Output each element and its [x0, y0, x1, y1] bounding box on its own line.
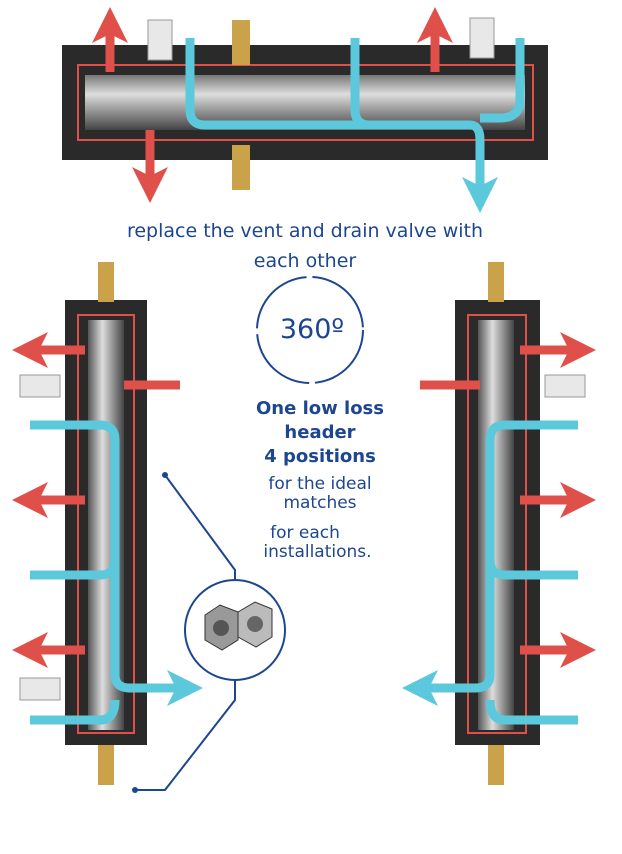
headline-line-1: One low loss: [256, 398, 384, 419]
headline-line-3: 4 positions: [264, 446, 376, 467]
description-line-2: matches: [283, 493, 357, 513]
vertical-header-right: [402, 262, 596, 785]
description-line-3: for each: [270, 523, 340, 543]
rotation-label: 360º: [279, 314, 345, 345]
vertical-header-left: [12, 262, 203, 785]
description-line-1: for the ideal: [268, 474, 372, 494]
headline-line-2: header: [284, 422, 356, 443]
horizontal-header: [62, 7, 548, 213]
description-line-4: installations.: [263, 542, 372, 562]
rotation-circle-icon: [256, 276, 364, 384]
caption-line-2: each other: [253, 250, 357, 272]
fittings-callout: [132, 472, 286, 793]
caption-line-1: replace the vent and drain valve with: [126, 220, 484, 242]
